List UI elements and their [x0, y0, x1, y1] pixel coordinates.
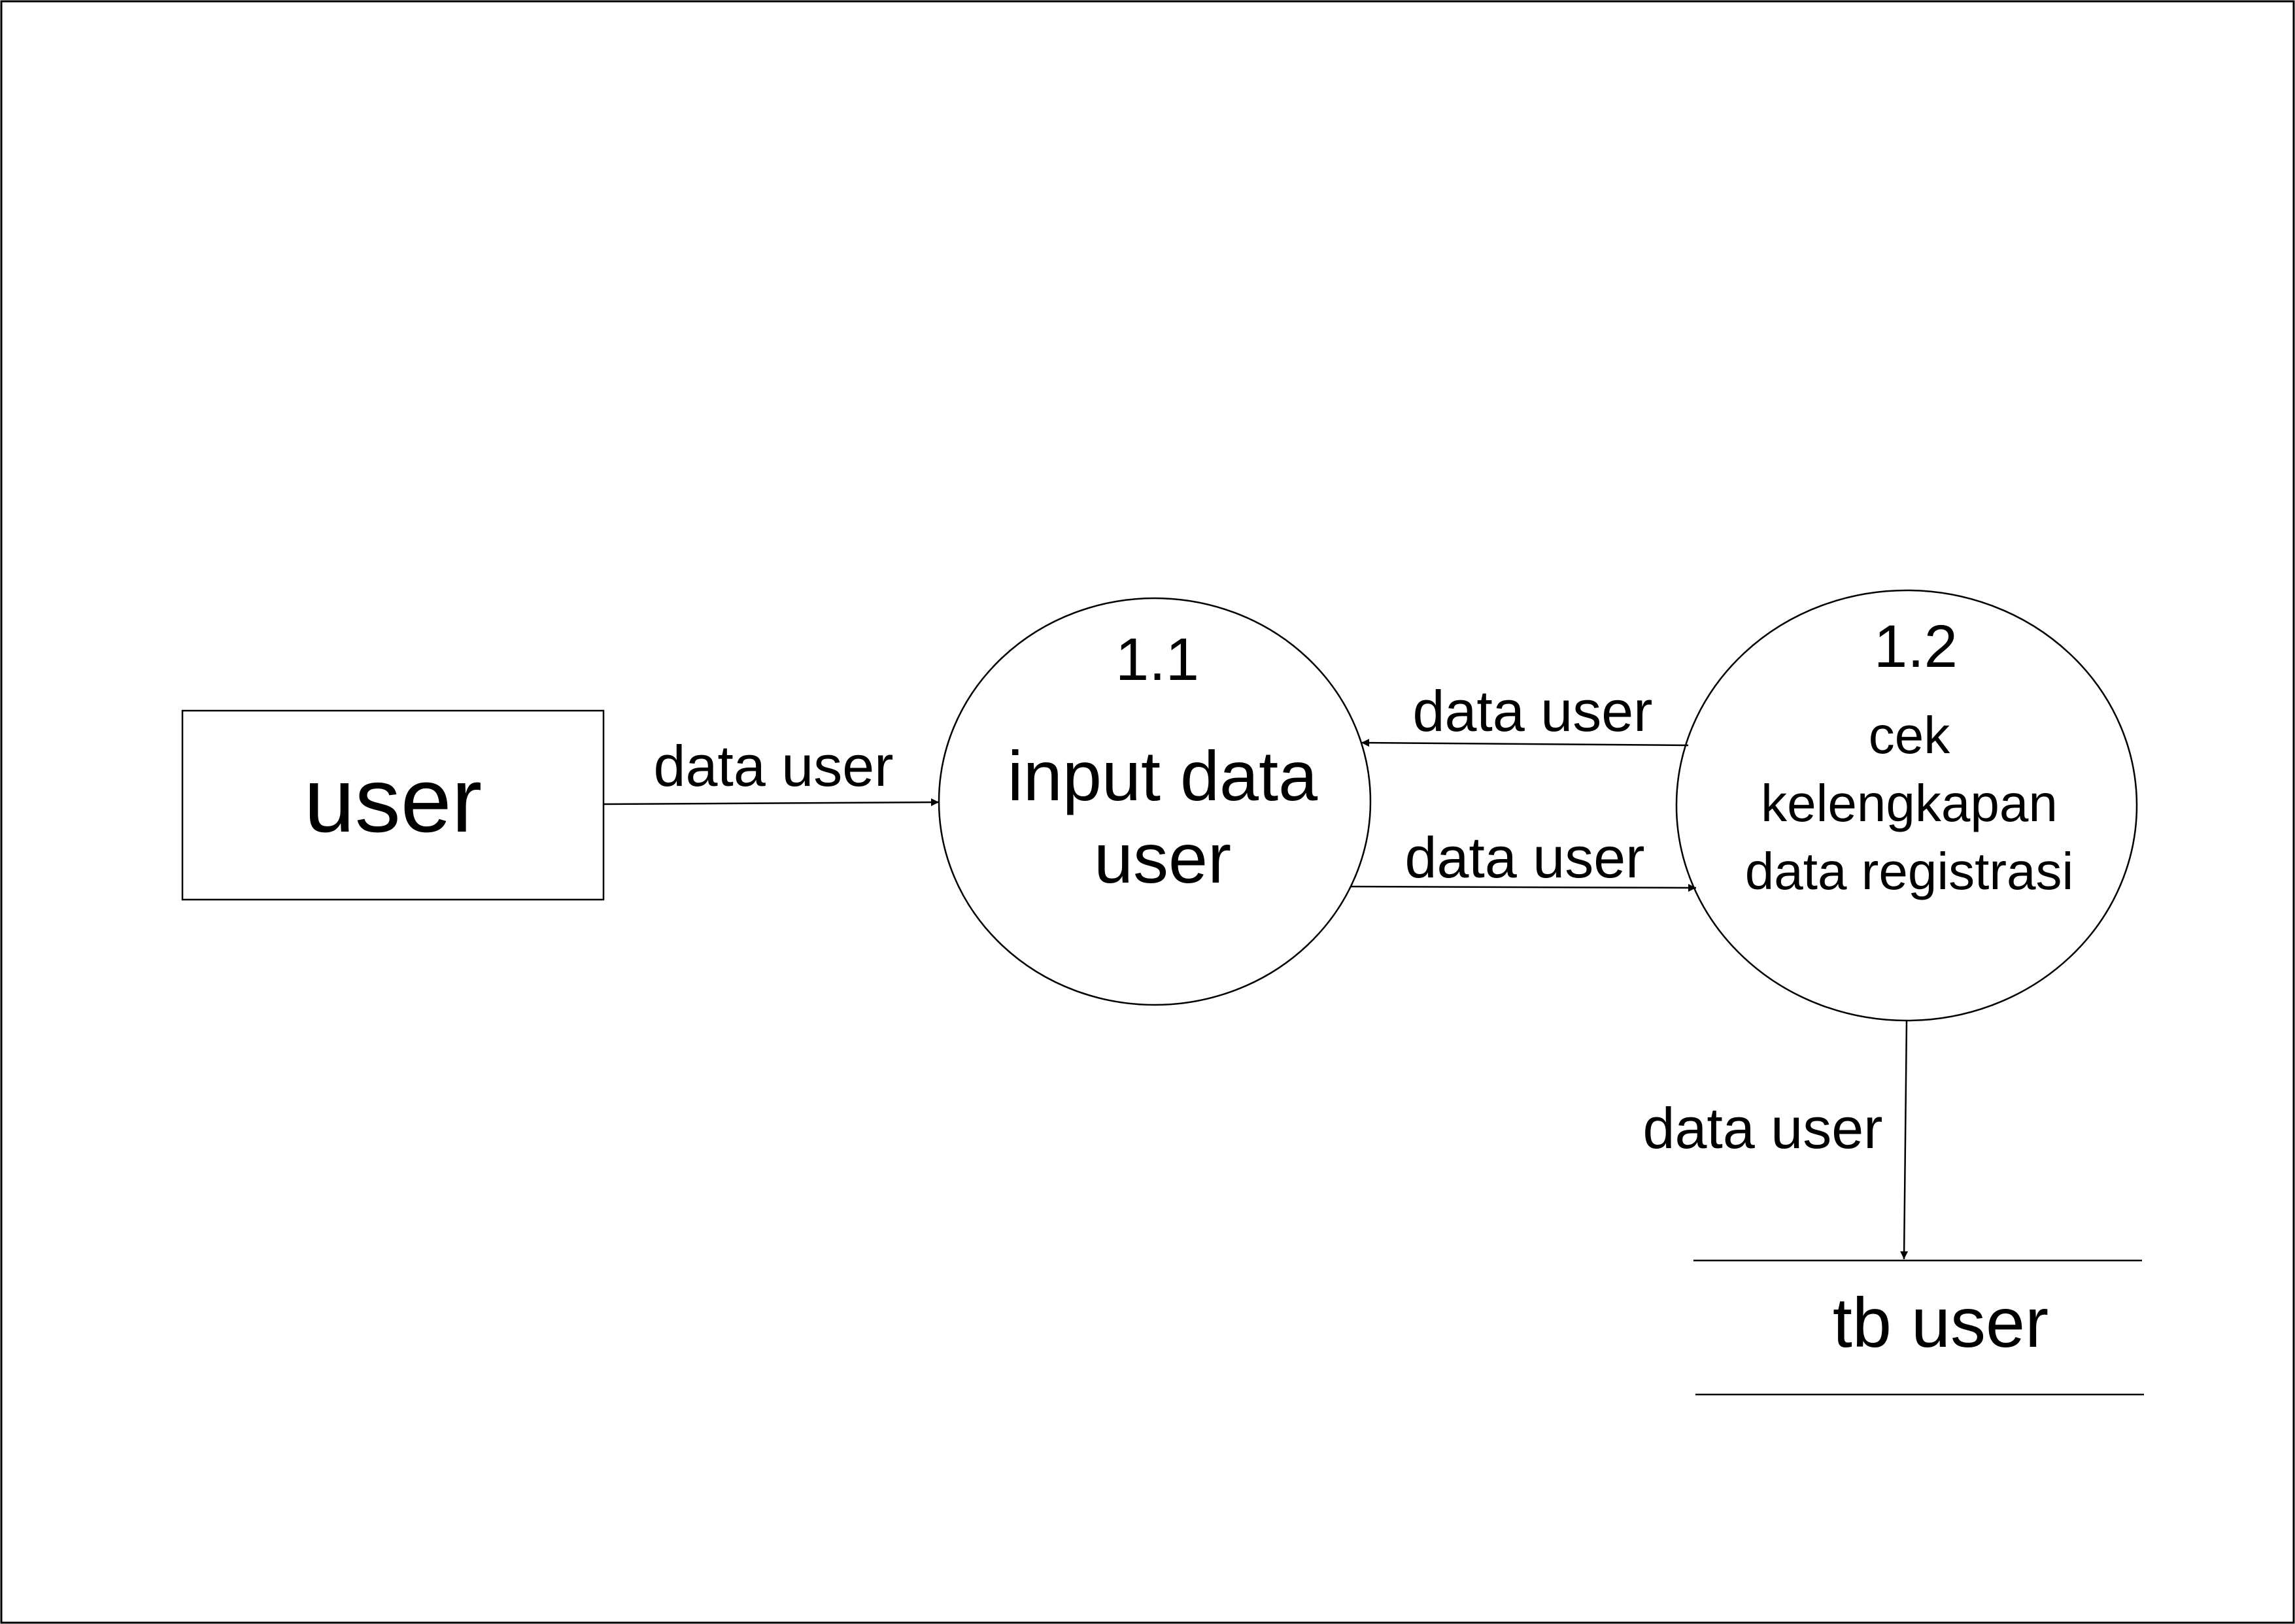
flow-arrow: [1900, 1020, 1909, 1260]
flow-arrow: [603, 798, 940, 807]
process-circle: [938, 597, 1372, 1006]
process-name-line-2: kelengkapan: [1761, 774, 2058, 832]
process-name-line-3: data registrasi: [1745, 842, 2073, 900]
flow-arrow: [1350, 883, 1697, 892]
process-1-2[interactable]: 1.2 cek kelengkapan data registrasi: [1675, 589, 2138, 1022]
entity-user[interactable]: user: [181, 709, 605, 901]
flow-label: data user: [1405, 825, 1645, 890]
data-store-label: tb user: [1833, 1283, 2048, 1362]
process-name-line-2: user: [1094, 819, 1231, 898]
entity-label: user: [304, 749, 482, 851]
process-name-line-1: cek: [1869, 706, 1950, 764]
flow-label: data user: [1643, 1096, 1883, 1160]
process-number: 1.2: [1874, 613, 1958, 680]
flow-user-to-input[interactable]: data user: [603, 734, 940, 807]
process-1-1[interactable]: 1.1 input data user: [938, 597, 1372, 1006]
flow-arrow: [1361, 739, 1689, 747]
process-number: 1.1: [1115, 626, 1199, 693]
flow-check-to-input[interactable]: data user: [1361, 679, 1689, 747]
process-name-line-1: input data: [1008, 736, 1318, 815]
data-store-tb-user[interactable]: tb user: [1693, 1259, 2144, 1396]
flow-label: data user: [1413, 679, 1653, 743]
flow-input-to-check[interactable]: data user: [1350, 825, 1697, 892]
flow-check-to-store[interactable]: data user: [1643, 1020, 1909, 1260]
flow-label: data user: [654, 734, 894, 798]
entity-box: [181, 709, 605, 901]
